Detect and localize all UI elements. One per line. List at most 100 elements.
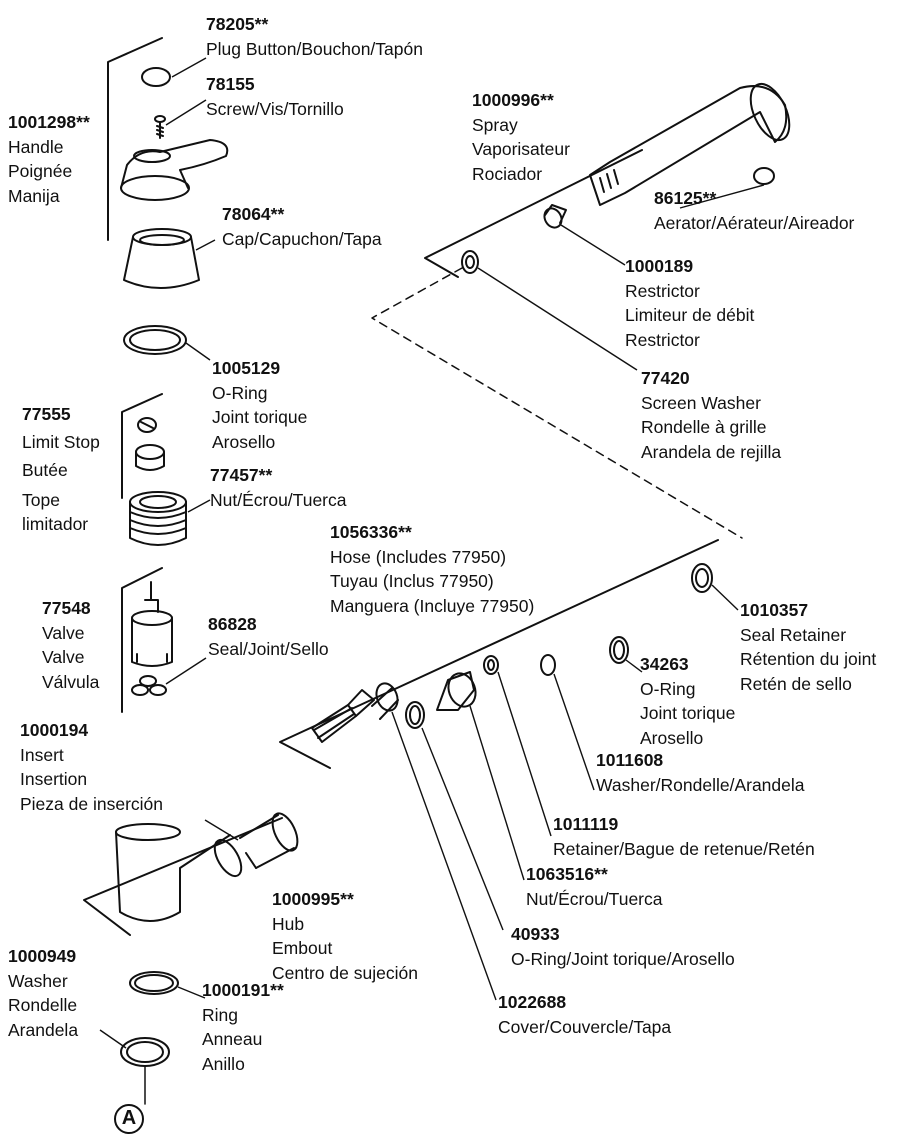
part-desc: Plug Button/Bouchon/Tapón bbox=[206, 38, 423, 59]
leader-1011119 bbox=[497, 671, 552, 837]
part-label-34263: 34263 O-Ring Joint torique Arosello bbox=[640, 652, 735, 750]
leader-34263 bbox=[625, 659, 643, 673]
part-desc: Rétention du joint bbox=[740, 649, 877, 669]
limit-stop-shape bbox=[135, 417, 165, 471]
part-desc: O-Ring/Joint torique/Arosello bbox=[511, 948, 735, 969]
part-desc: Rociador bbox=[472, 163, 543, 184]
part-number: 77555 bbox=[22, 404, 71, 424]
part-desc: Hose (Includes 77950) bbox=[330, 546, 507, 567]
part-number: 40933 bbox=[511, 924, 560, 944]
hose-end-shape bbox=[311, 689, 375, 743]
o-ring-1005129-shape bbox=[123, 325, 187, 355]
hub-plate bbox=[83, 817, 283, 936]
part-desc: Manija bbox=[8, 185, 60, 206]
part-desc: Centro de sujeción bbox=[272, 962, 418, 983]
leader-1011608 bbox=[553, 673, 595, 791]
leader-1000949 bbox=[99, 1029, 127, 1049]
valve-shape bbox=[131, 581, 173, 696]
part-label-77555: 77555 Limit Stop Butée Tope limitador bbox=[22, 400, 100, 536]
part-number: 1000995** bbox=[272, 889, 354, 909]
leader-86828 bbox=[165, 657, 207, 685]
o-ring-40933-shape bbox=[405, 701, 425, 729]
part-desc: Hub bbox=[272, 913, 305, 934]
washer-1011608-shape bbox=[540, 654, 556, 676]
retainer-1011119-shape bbox=[483, 655, 499, 675]
leader-77457 bbox=[187, 499, 211, 513]
part-number: 77548 bbox=[42, 598, 91, 618]
part-number: 1063516** bbox=[526, 864, 608, 884]
part-desc: Seal/Joint/Sello bbox=[208, 638, 329, 659]
part-number: 1022688 bbox=[498, 992, 567, 1012]
part-desc: Arosello bbox=[212, 431, 276, 452]
part-label-1000949: 1000949 Washer Rondelle Arandela bbox=[8, 944, 78, 1042]
part-desc: Butée bbox=[22, 460, 68, 480]
part-desc: Screw/Vis/Tornillo bbox=[206, 98, 344, 119]
part-desc: Anillo bbox=[202, 1053, 245, 1074]
part-desc: Embout bbox=[272, 938, 333, 958]
part-desc: Cover/Couvercle/Tapa bbox=[498, 1016, 672, 1037]
part-desc: Retainer/Bague de retenue/Retén bbox=[553, 838, 815, 859]
part-desc: Rondelle à grille bbox=[641, 417, 767, 437]
aerator-shape bbox=[753, 167, 775, 185]
part-label-1011119: 1011119 Retainer/Bague de retenue/Retén bbox=[553, 812, 815, 861]
part-label-86828: 86828 Seal/Joint/Sello bbox=[208, 612, 329, 661]
part-desc: Limit Stop bbox=[22, 432, 100, 452]
part-desc: Spray bbox=[472, 114, 518, 135]
hose-dashed-line bbox=[371, 267, 743, 539]
part-label-1010357: 1010357 Seal Retainer Rétention du joint… bbox=[740, 598, 876, 696]
hose-group-plane bbox=[279, 539, 719, 769]
part-desc: Tuyau (Inclus 77950) bbox=[330, 571, 494, 591]
part-label-1011608: 1011608 Washer/Rondelle/Arandela bbox=[596, 748, 805, 797]
part-desc: O-Ring bbox=[212, 382, 268, 403]
part-number: 1000191** bbox=[202, 980, 284, 1000]
spray-head-shape bbox=[589, 82, 791, 206]
part-label-77457: 77457** Nut/Écrou/Tuerca bbox=[210, 463, 347, 512]
part-desc: Joint torique bbox=[640, 703, 736, 723]
restrictor-shape bbox=[543, 204, 567, 229]
leader-1000189 bbox=[560, 224, 626, 266]
cap-shape bbox=[123, 228, 200, 289]
part-desc: Anneau bbox=[202, 1029, 263, 1049]
part-desc: Nut/Écrou/Tuerca bbox=[526, 888, 663, 909]
part-desc: Arandela de rejilla bbox=[641, 441, 782, 462]
leader-78205 bbox=[171, 57, 207, 78]
nut-77457-shape bbox=[129, 491, 187, 546]
leader-86125 bbox=[679, 184, 765, 209]
leader-1010357 bbox=[711, 584, 739, 611]
part-label-77548: 77548 Valve Valve Válvula bbox=[42, 596, 99, 694]
part-desc: O-Ring bbox=[640, 678, 696, 699]
leader-lines bbox=[99, 57, 765, 1049]
part-label-1000189: 1000189 Restrictor Limiteur de débit Res… bbox=[625, 254, 754, 352]
part-desc: Handle bbox=[8, 136, 64, 157]
nut-1063516-shape bbox=[436, 671, 477, 711]
part-number: 1010357 bbox=[740, 600, 809, 620]
part-desc: Aerator/Aérateur/Aireador bbox=[654, 212, 855, 233]
part-label-78064: 78064** Cap/Capuchon/Tapa bbox=[222, 202, 382, 251]
part-desc: Washer/Rondelle/Arandela bbox=[596, 774, 805, 795]
seal-retainer-1010357-shape bbox=[691, 563, 713, 593]
insert-shape bbox=[239, 812, 299, 869]
leader-1005129 bbox=[185, 342, 211, 361]
leader-1000194 bbox=[204, 819, 239, 841]
part-desc: Screen Washer bbox=[641, 392, 761, 413]
screw-shape bbox=[154, 115, 166, 139]
o-ring-34263-shape bbox=[609, 636, 629, 664]
part-desc: Restrictor bbox=[625, 329, 700, 350]
part-label-78205: 78205** Plug Button/Bouchon/Tapón bbox=[206, 12, 423, 61]
part-number: 1000949 bbox=[8, 946, 77, 966]
part-number: 77420 bbox=[641, 368, 690, 388]
part-desc: Válvula bbox=[42, 671, 100, 692]
part-label-78155: 78155 Screw/Vis/Tornillo bbox=[206, 72, 344, 121]
part-desc: Limiteur de débit bbox=[625, 305, 755, 325]
part-label-1056336: 1056336** Hose (Includes 77950) Tuyau (I… bbox=[330, 520, 534, 618]
valve-group-bracket bbox=[121, 567, 163, 713]
part-number: 1000189 bbox=[625, 256, 694, 276]
part-label-1000995: 1000995** Hub Embout Centro de sujeción bbox=[272, 887, 418, 985]
leader-1000191 bbox=[177, 986, 206, 999]
part-desc: Nut/Écrou/Tuerca bbox=[210, 489, 347, 510]
part-desc: Cap/Capuchon/Tapa bbox=[222, 228, 382, 249]
leader-1063516 bbox=[469, 705, 525, 881]
part-number: 1005129 bbox=[212, 358, 281, 378]
leader-1022688 bbox=[391, 711, 497, 1001]
part-number: 1011119 bbox=[553, 814, 619, 834]
